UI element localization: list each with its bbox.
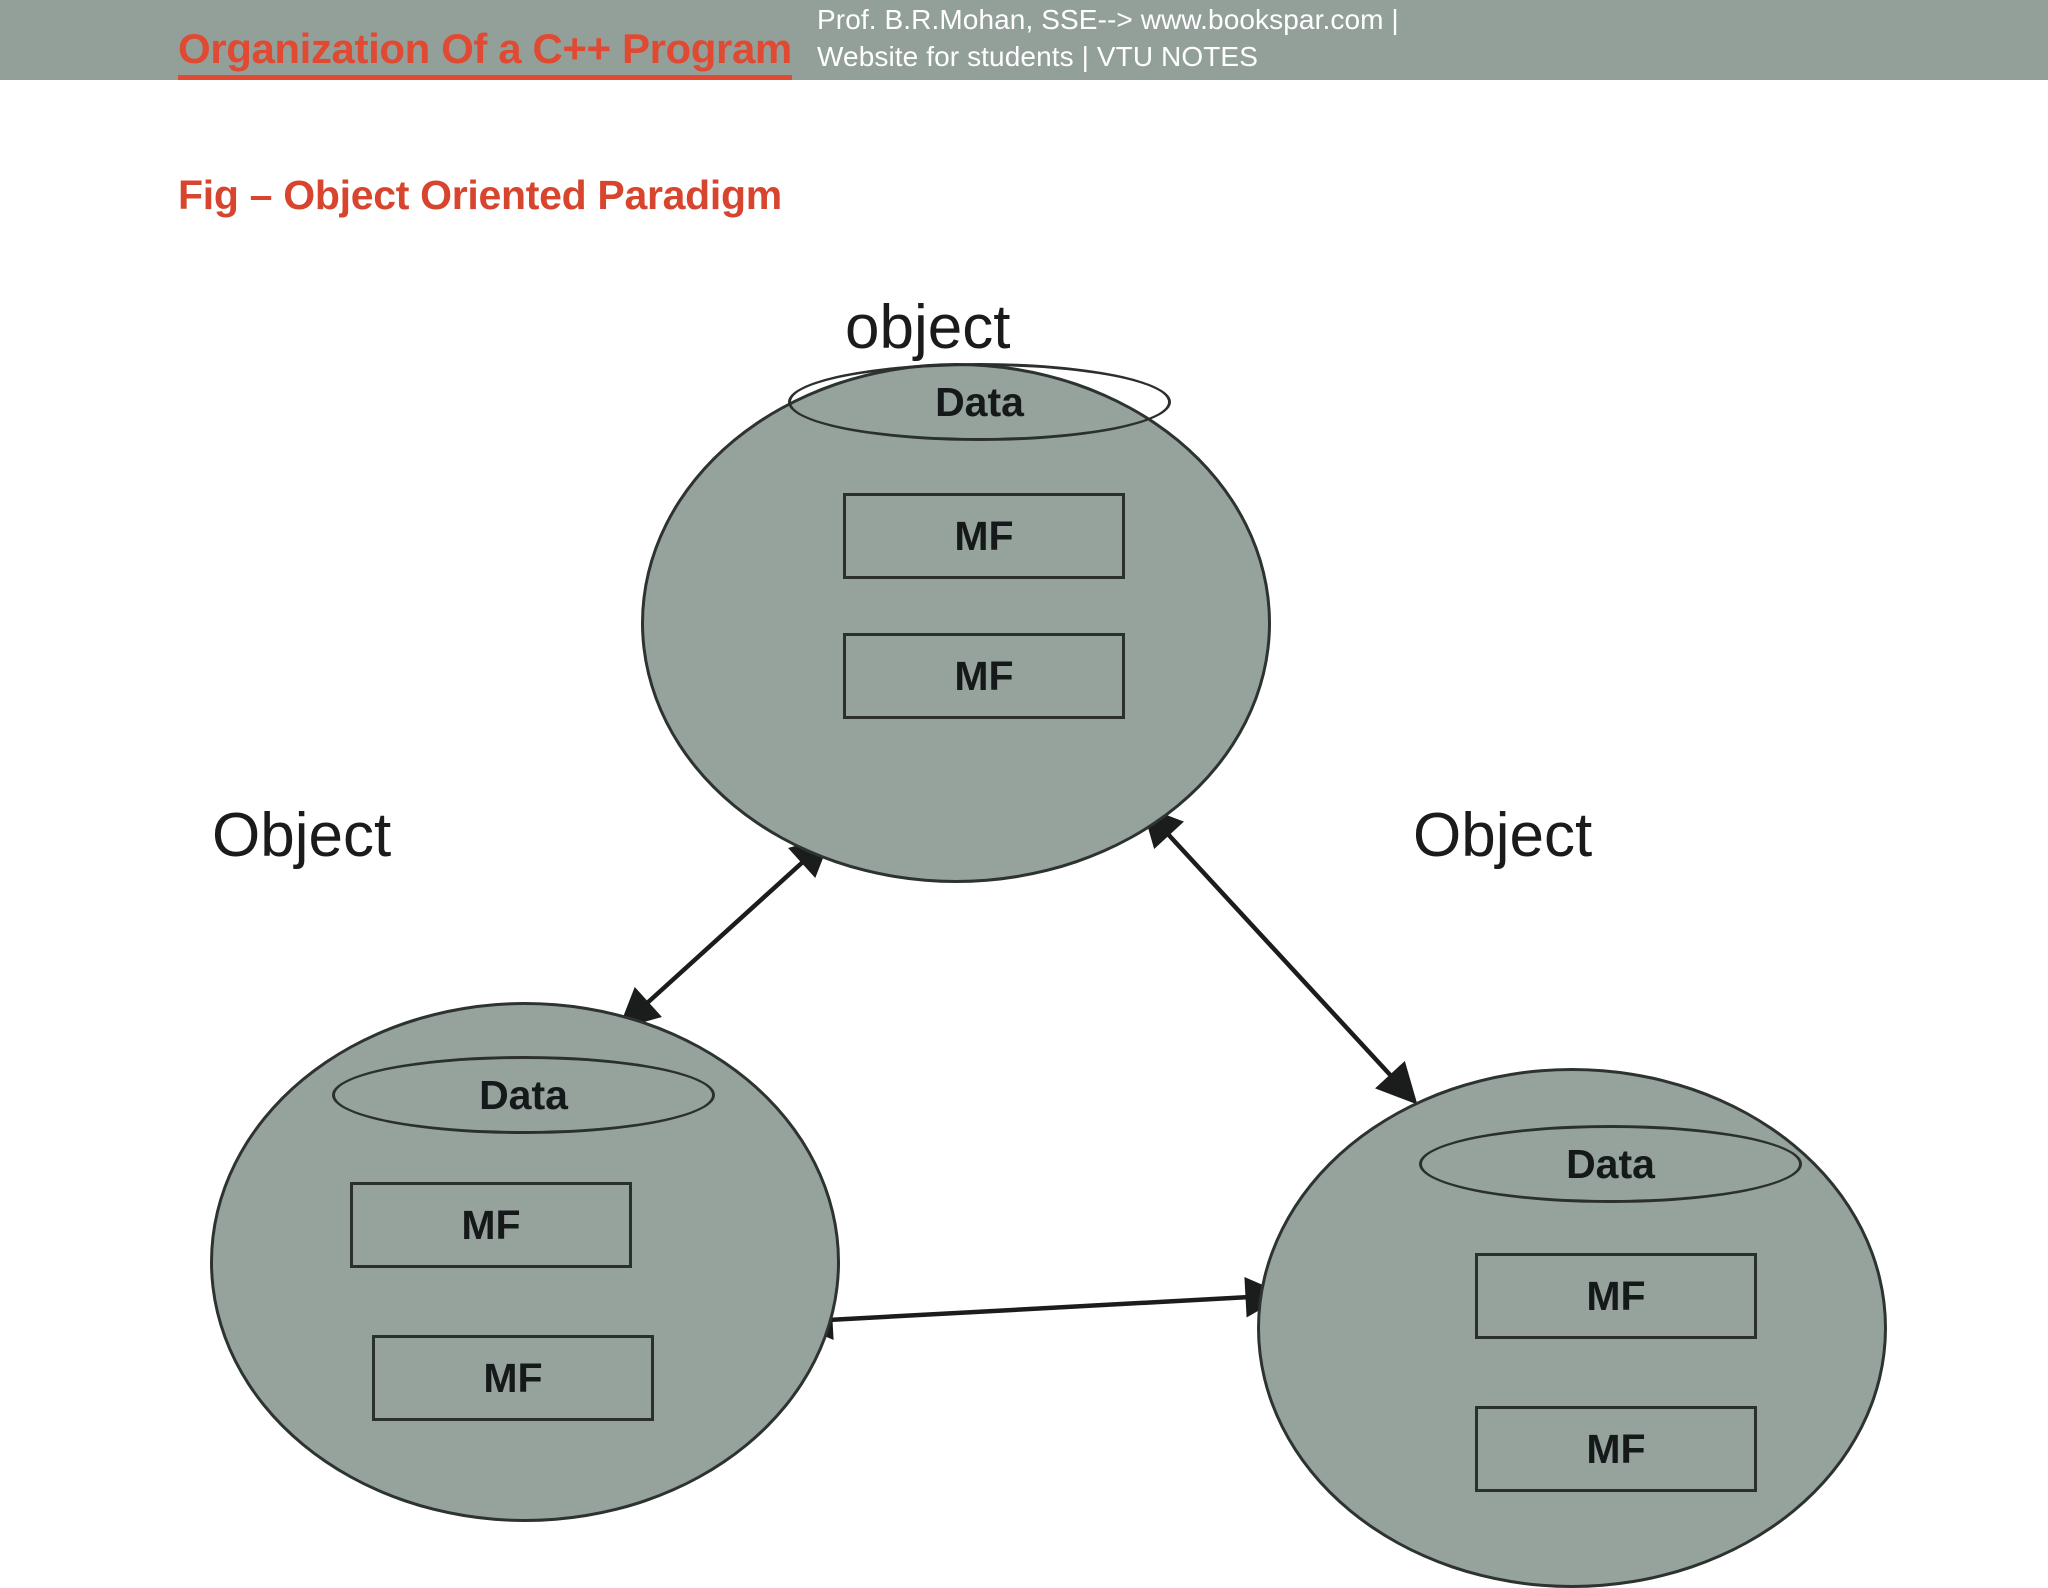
node-label-top: object <box>845 293 1011 362</box>
node-label-left: Object <box>212 801 392 870</box>
member-function-box: MF <box>372 1335 654 1421</box>
connector-left-right <box>792 1277 1286 1340</box>
member-function-box: MF <box>843 493 1125 579</box>
object-paradigm-diagram: object Object Object Data MF MF Data MF … <box>210 293 1887 1588</box>
member-function-box: MF <box>1475 1253 1757 1339</box>
member-function-box: MF <box>1475 1406 1757 1492</box>
object-node-left: Data MF MF <box>210 1002 840 1522</box>
member-function-box: MF <box>843 633 1125 719</box>
node-label-right: Object <box>1413 801 1593 870</box>
object-node-right: Data MF MF <box>1257 1068 1887 1588</box>
object-ellipse <box>641 363 1271 883</box>
page-title: Organization Of a C++ Program <box>178 25 792 80</box>
object-node-top: Data MF MF <box>641 363 1271 883</box>
member-function-box: MF <box>350 1182 632 1268</box>
figure-subtitle: Fig – Object Oriented Paradigm <box>178 172 782 218</box>
data-ellipse: Data <box>788 363 1171 441</box>
watermark-text: Prof. B.R.Mohan, SSE--> www.bookspar.com… <box>817 4 1399 72</box>
data-ellipse: Data <box>1419 1125 1802 1203</box>
header-band: Prof. B.R.Mohan, SSE--> www.bookspar.com… <box>0 0 2048 80</box>
data-ellipse: Data <box>332 1056 715 1134</box>
